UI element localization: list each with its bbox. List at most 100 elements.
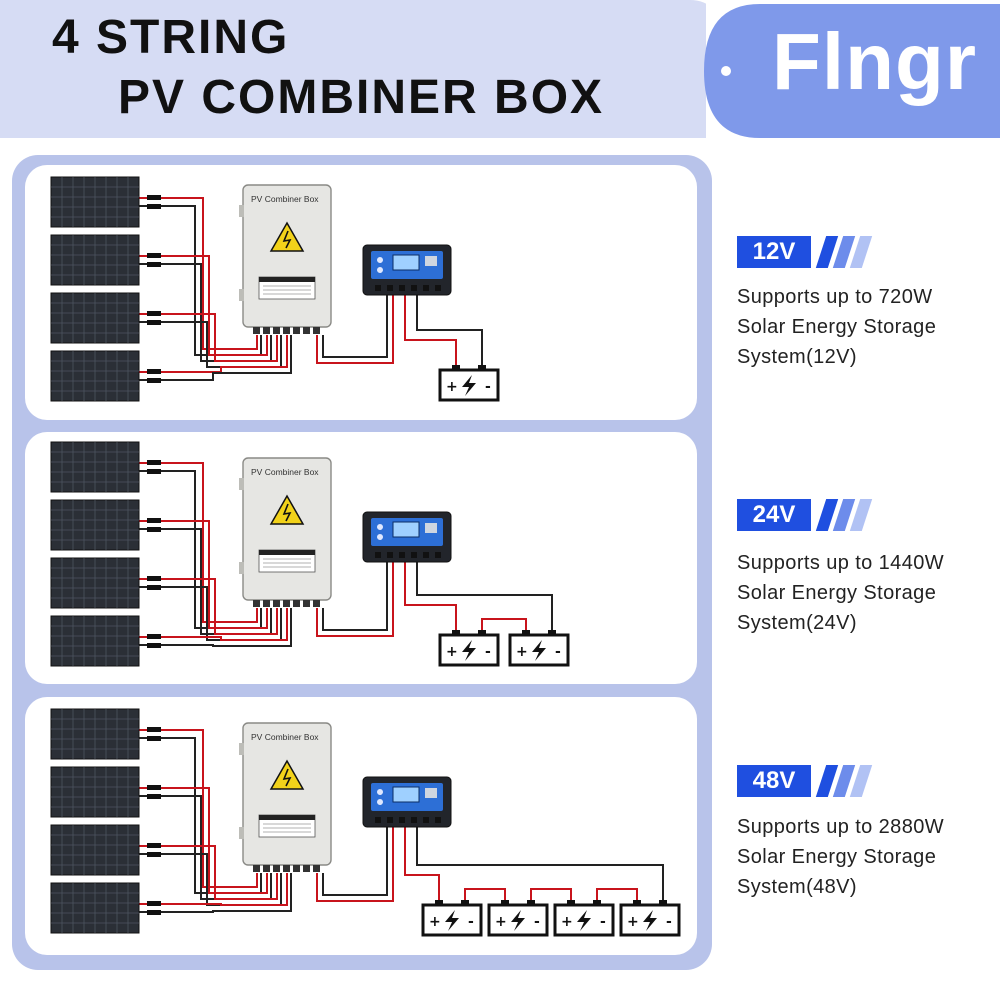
usb-port <box>425 256 437 266</box>
controller-terminal <box>411 817 417 823</box>
cable-gland <box>253 865 260 872</box>
voltage-label: 48V <box>737 765 811 797</box>
mc4-connector <box>147 643 161 648</box>
wire-negative <box>139 263 272 362</box>
controller-terminal <box>435 285 441 291</box>
cable-gland <box>293 600 300 607</box>
wiring-diagram-48v: PV Combiner Box+-+-+-+- <box>50 708 681 937</box>
controller-terminal <box>375 285 381 291</box>
wire-negative <box>139 321 282 368</box>
box-hinge <box>239 289 244 301</box>
wire-negative <box>322 827 388 896</box>
cable-gland <box>273 600 280 607</box>
battery: +- <box>619 900 681 937</box>
solar-panel <box>50 499 140 551</box>
combiner-box-body <box>242 722 332 866</box>
mc4-connector <box>147 901 161 906</box>
plus-icon: + <box>446 644 458 660</box>
solar-panel <box>50 350 140 402</box>
description-line: Solar Energy Storage <box>737 582 937 604</box>
plus-icon: + <box>495 914 507 930</box>
combiner-box: PV Combiner Box <box>239 184 332 334</box>
wire-positive <box>316 295 394 364</box>
description-line: Supports up to 720W <box>737 286 933 308</box>
battery-terminal <box>527 900 535 905</box>
wire-negative <box>139 335 292 381</box>
status-led <box>377 789 383 795</box>
controller-terminal <box>387 552 393 558</box>
wire-positive <box>139 578 278 635</box>
description-line: Supports up to 1440W <box>737 552 945 574</box>
combiner-box: PV Combiner Box <box>239 457 332 607</box>
controller-terminal <box>387 817 393 823</box>
wire-negative <box>416 827 664 900</box>
battery-link-wire <box>530 888 572 900</box>
cable-gland <box>303 327 310 334</box>
description-line: Solar Energy Storage <box>737 316 937 338</box>
mc4-connector <box>147 576 161 581</box>
solar-panel <box>50 292 140 344</box>
mc4-connector <box>147 469 161 474</box>
minus-icon: - <box>534 914 540 930</box>
battery-terminal <box>548 630 556 635</box>
page-title-line1: 4 STRING <box>52 11 290 64</box>
description-line: Solar Energy Storage <box>737 846 937 868</box>
solar-panel <box>50 708 140 760</box>
mc4-connector <box>147 253 161 258</box>
warning-triangle-icon <box>269 221 305 252</box>
status-led <box>377 267 383 273</box>
cable-gland <box>283 600 290 607</box>
wire-negative <box>139 528 272 635</box>
controller-lcd <box>392 254 420 271</box>
cable-gland <box>313 327 320 334</box>
mc4-connector <box>147 311 161 316</box>
mc4-connector <box>147 785 161 790</box>
bolt-icon <box>532 640 546 661</box>
battery-terminal <box>522 630 530 635</box>
battery-terminal <box>461 900 469 905</box>
wire-negative <box>139 470 262 629</box>
controller-terminal <box>411 285 417 291</box>
cable-gland <box>263 865 270 872</box>
cable-gland <box>303 865 310 872</box>
controller-terminal <box>399 552 405 558</box>
wire-positive <box>139 255 268 356</box>
controller-terminal <box>423 552 429 558</box>
notice-label-header <box>259 815 315 820</box>
cable-gland <box>293 327 300 334</box>
lightning-icon <box>282 503 292 522</box>
battery-terminal <box>452 630 460 635</box>
minus-icon: - <box>666 914 672 930</box>
battery: +- <box>508 630 570 667</box>
notice-label-header <box>259 277 315 282</box>
status-led <box>377 257 383 263</box>
battery-terminal <box>593 900 601 905</box>
battery-terminal <box>567 900 575 905</box>
bolt-icon <box>511 910 525 931</box>
mc4-connector <box>147 634 161 639</box>
wire-positive <box>139 520 268 629</box>
wiring-diagram-24v: PV Combiner Box+-+- <box>50 441 570 667</box>
solar-panel <box>50 882 140 934</box>
description-12v: Supports up to 720W Solar Energy Storage… <box>737 282 936 372</box>
wire-negative <box>139 737 262 894</box>
controller-lcd <box>392 521 420 538</box>
wiring-panel-48v: PV Combiner Box+-+-+-+- <box>25 697 697 955</box>
cable-gland <box>283 865 290 872</box>
solar-panel <box>50 824 140 876</box>
wire-negative <box>139 873 292 913</box>
mc4-connector <box>147 518 161 523</box>
battery-terminal <box>501 900 509 905</box>
minus-icon: - <box>555 644 561 660</box>
description-48v: Supports up to 2880W Solar Energy Storag… <box>737 812 944 902</box>
solar-panel <box>50 557 140 609</box>
voltage-label: 12V <box>737 236 811 268</box>
notice-label-header <box>259 550 315 555</box>
cable-gland <box>313 865 320 872</box>
mc4-connector <box>147 378 161 383</box>
usb-port <box>425 523 437 533</box>
battery: +- <box>487 900 549 937</box>
lightning-icon <box>282 230 292 249</box>
mc4-connector <box>147 204 161 209</box>
battery-body <box>438 368 500 402</box>
